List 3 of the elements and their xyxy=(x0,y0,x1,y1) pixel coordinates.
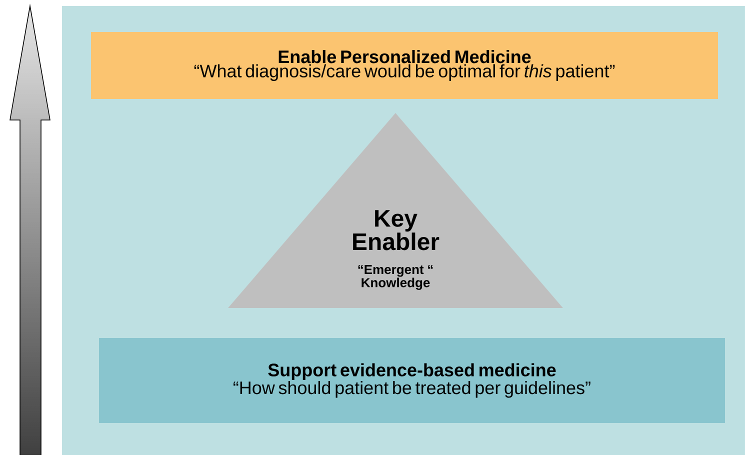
text-box: Enable Personalized Medicine “What diagnosis/care would be optimal for this patient” xyxy=(91,32,718,99)
pyramid-triangle: Key Enabler “Emergent “ Knowledge xyxy=(228,113,563,308)
text-box: Support evidence-based medicine “How should patient be treated per guidelines” xyxy=(99,338,725,423)
